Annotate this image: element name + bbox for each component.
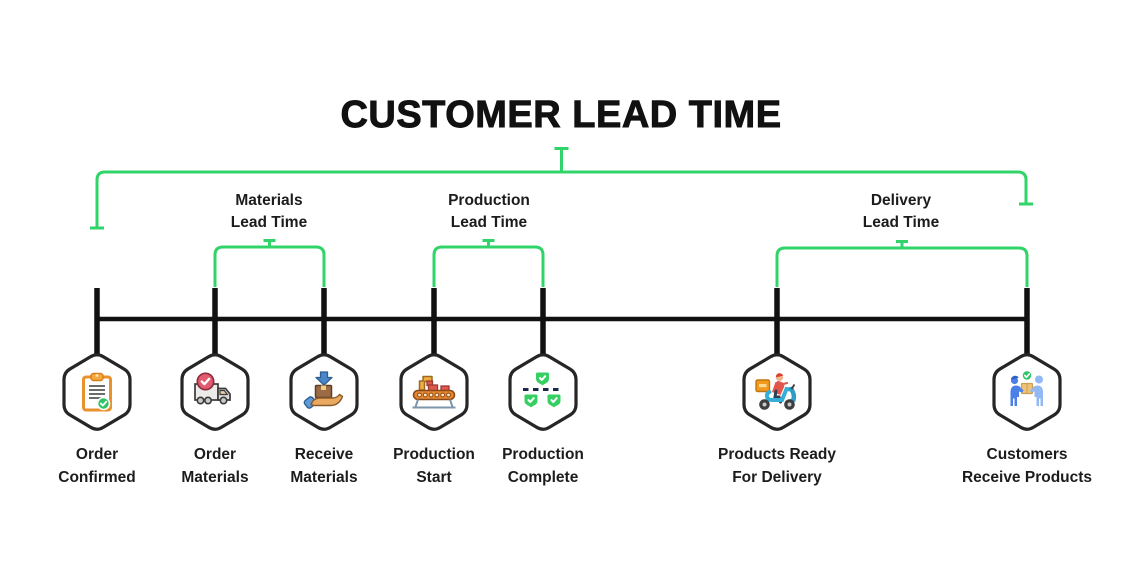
stage-label: Receive Materials — [290, 446, 358, 486]
stage-hexagon — [508, 353, 578, 431]
conveyor-belt-icon — [412, 375, 456, 409]
hand-receive-box-icon — [303, 371, 344, 409]
handover-box-icon — [1010, 369, 1043, 406]
production-bracket — [432, 239, 545, 287]
stage-label: Products Ready For Delivery — [717, 446, 836, 486]
timeline — [94, 288, 1030, 356]
stage-receive-materials: Receive Materials — [236, 351, 412, 489]
stage-products-ready: Products Ready For Delivery — [689, 351, 865, 489]
stage-customers-receive: Customers Receive Products — [939, 351, 1115, 489]
stage-hexagon — [289, 353, 359, 431]
stage-hexagon — [399, 353, 469, 431]
production-lead-time-label: Production Lead Time — [448, 192, 530, 231]
stage-order-materials: Order Materials — [127, 351, 303, 489]
stage-production-complete: Production Complete — [455, 351, 631, 489]
materials-lead-time-label: Materials Lead Time — [230, 192, 308, 231]
clipboard-check-icon — [82, 372, 112, 412]
delivery-bracket — [775, 240, 1029, 287]
stage-production-start: Production Start — [346, 351, 522, 489]
stage-label: Order Materials — [181, 446, 249, 486]
materials-bracket — [213, 239, 326, 287]
lead-time-brackets — [90, 147, 1033, 287]
stage-hexagon — [62, 353, 132, 431]
stage-label: Customers Receive Products — [961, 446, 1093, 486]
timeline-ticks — [94, 288, 1030, 356]
delivery-scooter-icon — [755, 373, 797, 410]
stage-hexagon — [742, 353, 812, 431]
page-title: CUSTOMER LEAD TIME — [340, 94, 782, 137]
stage-hexagon — [180, 353, 250, 431]
stage-order-confirmed: Order Confirmed — [9, 351, 185, 489]
quality-badges-icon — [523, 372, 563, 408]
overall-bracket — [90, 147, 1033, 230]
delivery-lead-time-label: Delivery Lead Time — [862, 192, 940, 231]
stage-label: Production Complete — [502, 446, 584, 486]
stage-hexagon — [992, 353, 1062, 431]
stage-label: Production Start — [393, 446, 475, 486]
truck-check-icon — [194, 372, 231, 405]
stage-label: Order Confirmed — [58, 446, 136, 486]
